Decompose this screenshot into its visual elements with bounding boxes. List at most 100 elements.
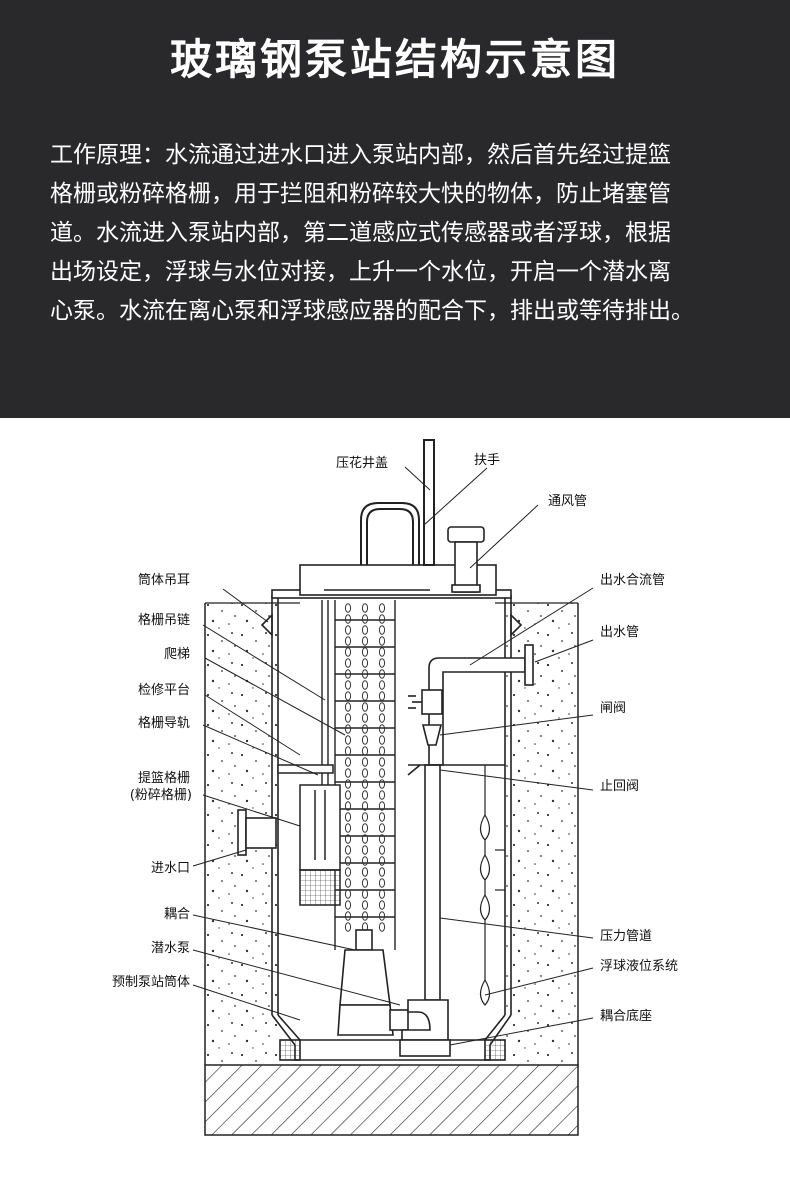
chain-link: [378, 647, 386, 657]
chain-link: [344, 647, 352, 657]
chain-link: [344, 856, 352, 866]
chain-link: [344, 922, 352, 932]
leader-lines: [192, 466, 594, 1046]
chain-link: [378, 691, 386, 701]
label-outlet-manifold: 出水合流管: [600, 573, 665, 588]
chain-link: [361, 658, 369, 668]
grille-chain: [344, 603, 386, 932]
chain-link: [378, 636, 386, 646]
chain-link: [344, 889, 352, 899]
description-line: 出场设定，浮球与水位对接，上升一个水位，开启一个潜水离: [50, 259, 671, 285]
chain-link: [361, 691, 369, 701]
chain-link: [361, 845, 369, 855]
lifting-lug: [260, 613, 523, 637]
chain-link: [344, 900, 352, 910]
page-title: 玻璃钢泵站结构示意图: [169, 35, 620, 84]
chain-link: [378, 603, 386, 613]
chain-link: [344, 625, 352, 635]
label-handrail: 扶手: [474, 453, 500, 468]
chain-link: [361, 614, 369, 624]
chain-link: [361, 713, 369, 723]
chain-link: [378, 889, 386, 899]
label-basket-grille-sub: (粉碎格栅): [130, 787, 192, 803]
chain-link: [361, 702, 369, 712]
coupling-base: [399, 999, 451, 1057]
chain-link: [344, 867, 352, 877]
label-float-system: 浮球液位系统: [600, 959, 678, 974]
chain-link: [378, 757, 386, 767]
label-lifting-lug: 筒体吊耳: [138, 572, 190, 588]
chain-link: [378, 834, 386, 844]
chain-link: [378, 922, 386, 932]
chain-link: [378, 746, 386, 756]
chain-link: [378, 911, 386, 921]
chain-link: [378, 845, 386, 855]
chain-link: [378, 625, 386, 635]
description-line: 格栅或粉碎格栅，用于拦阻和粉碎较大快的物体，防止堵塞管: [50, 181, 671, 207]
label-coupling: 耦合: [164, 907, 190, 922]
label-vent-pipe: 通风管: [548, 494, 587, 509]
grille-rail: [321, 600, 329, 785]
chain-link: [378, 702, 386, 712]
label-submersible-pump: 潜水泵: [151, 941, 190, 956]
chain-link: [361, 603, 369, 613]
chain-link: [361, 801, 369, 811]
chain-link: [361, 724, 369, 734]
float-level-system: [479, 765, 505, 1006]
chain-link: [378, 900, 386, 910]
chain-link: [361, 735, 369, 745]
chain-link: [378, 867, 386, 877]
chain-link: [378, 713, 386, 723]
outlet-pipe: [428, 644, 563, 766]
chain-link: [361, 867, 369, 877]
label-check-valve: 止回阀: [600, 779, 639, 794]
chain-link: [361, 900, 369, 910]
chain-link: [378, 724, 386, 734]
chain-link: [344, 680, 352, 690]
chain-link: [344, 713, 352, 723]
maintenance-platform: [277, 764, 334, 774]
description-line: 工作原理：水流通过进水口进入泵站内部，然后首先经过提篮: [50, 142, 671, 168]
chain-link: [344, 757, 352, 767]
label-grille-chain: 格栅吊链: [138, 612, 190, 628]
callout-labels: 压花井盖 扶手 通风管 筒体吊耳 出水合流管 格栅吊链 出水管 爬梯 检修平台 …: [112, 453, 678, 1024]
chain-link: [344, 658, 352, 668]
chain-link: [344, 878, 352, 888]
chain-link: [361, 680, 369, 690]
basket-grille: [299, 784, 341, 906]
chain-link: [378, 735, 386, 745]
vent-pipe: [447, 526, 485, 593]
chain-link: [344, 812, 352, 822]
chain-link: [344, 636, 352, 646]
chain-link: [378, 768, 386, 778]
chain-link: [344, 845, 352, 855]
chain-link: [378, 812, 386, 822]
chain-link: [344, 779, 352, 789]
chain-link: [378, 669, 386, 679]
chain-link: [344, 823, 352, 833]
chain-link: [378, 680, 386, 690]
chain-link: [361, 768, 369, 778]
chain-link: [344, 768, 352, 778]
chain-link: [361, 647, 369, 657]
chain-link: [378, 823, 386, 833]
chain-link: [361, 779, 369, 789]
chain-link: [344, 801, 352, 811]
chain-link: [361, 911, 369, 921]
label-outlet-pipe: 出水管: [600, 625, 639, 640]
label-coupling-base: 耦合底座: [600, 1008, 652, 1024]
chain-link: [344, 614, 352, 624]
pressure-pipe: [407, 764, 505, 1001]
chain-link: [378, 658, 386, 668]
chain-link: [361, 746, 369, 756]
chain-link: [361, 834, 369, 844]
label-cover: 压花井盖: [336, 455, 388, 471]
chain-link: [378, 856, 386, 866]
chain-link: [361, 625, 369, 635]
chain-link: [344, 702, 352, 712]
description-paragraph: 工作原理：水流通过进水口进入泵站内部，然后首先经过提篮 格栅或粉碎格栅，用于拦阻…: [50, 136, 750, 331]
label-inlet: 进水口: [151, 861, 190, 876]
label-grille-rail: 格栅导轨: [138, 715, 190, 731]
label-pressure-pipe: 压力管道: [600, 929, 652, 944]
